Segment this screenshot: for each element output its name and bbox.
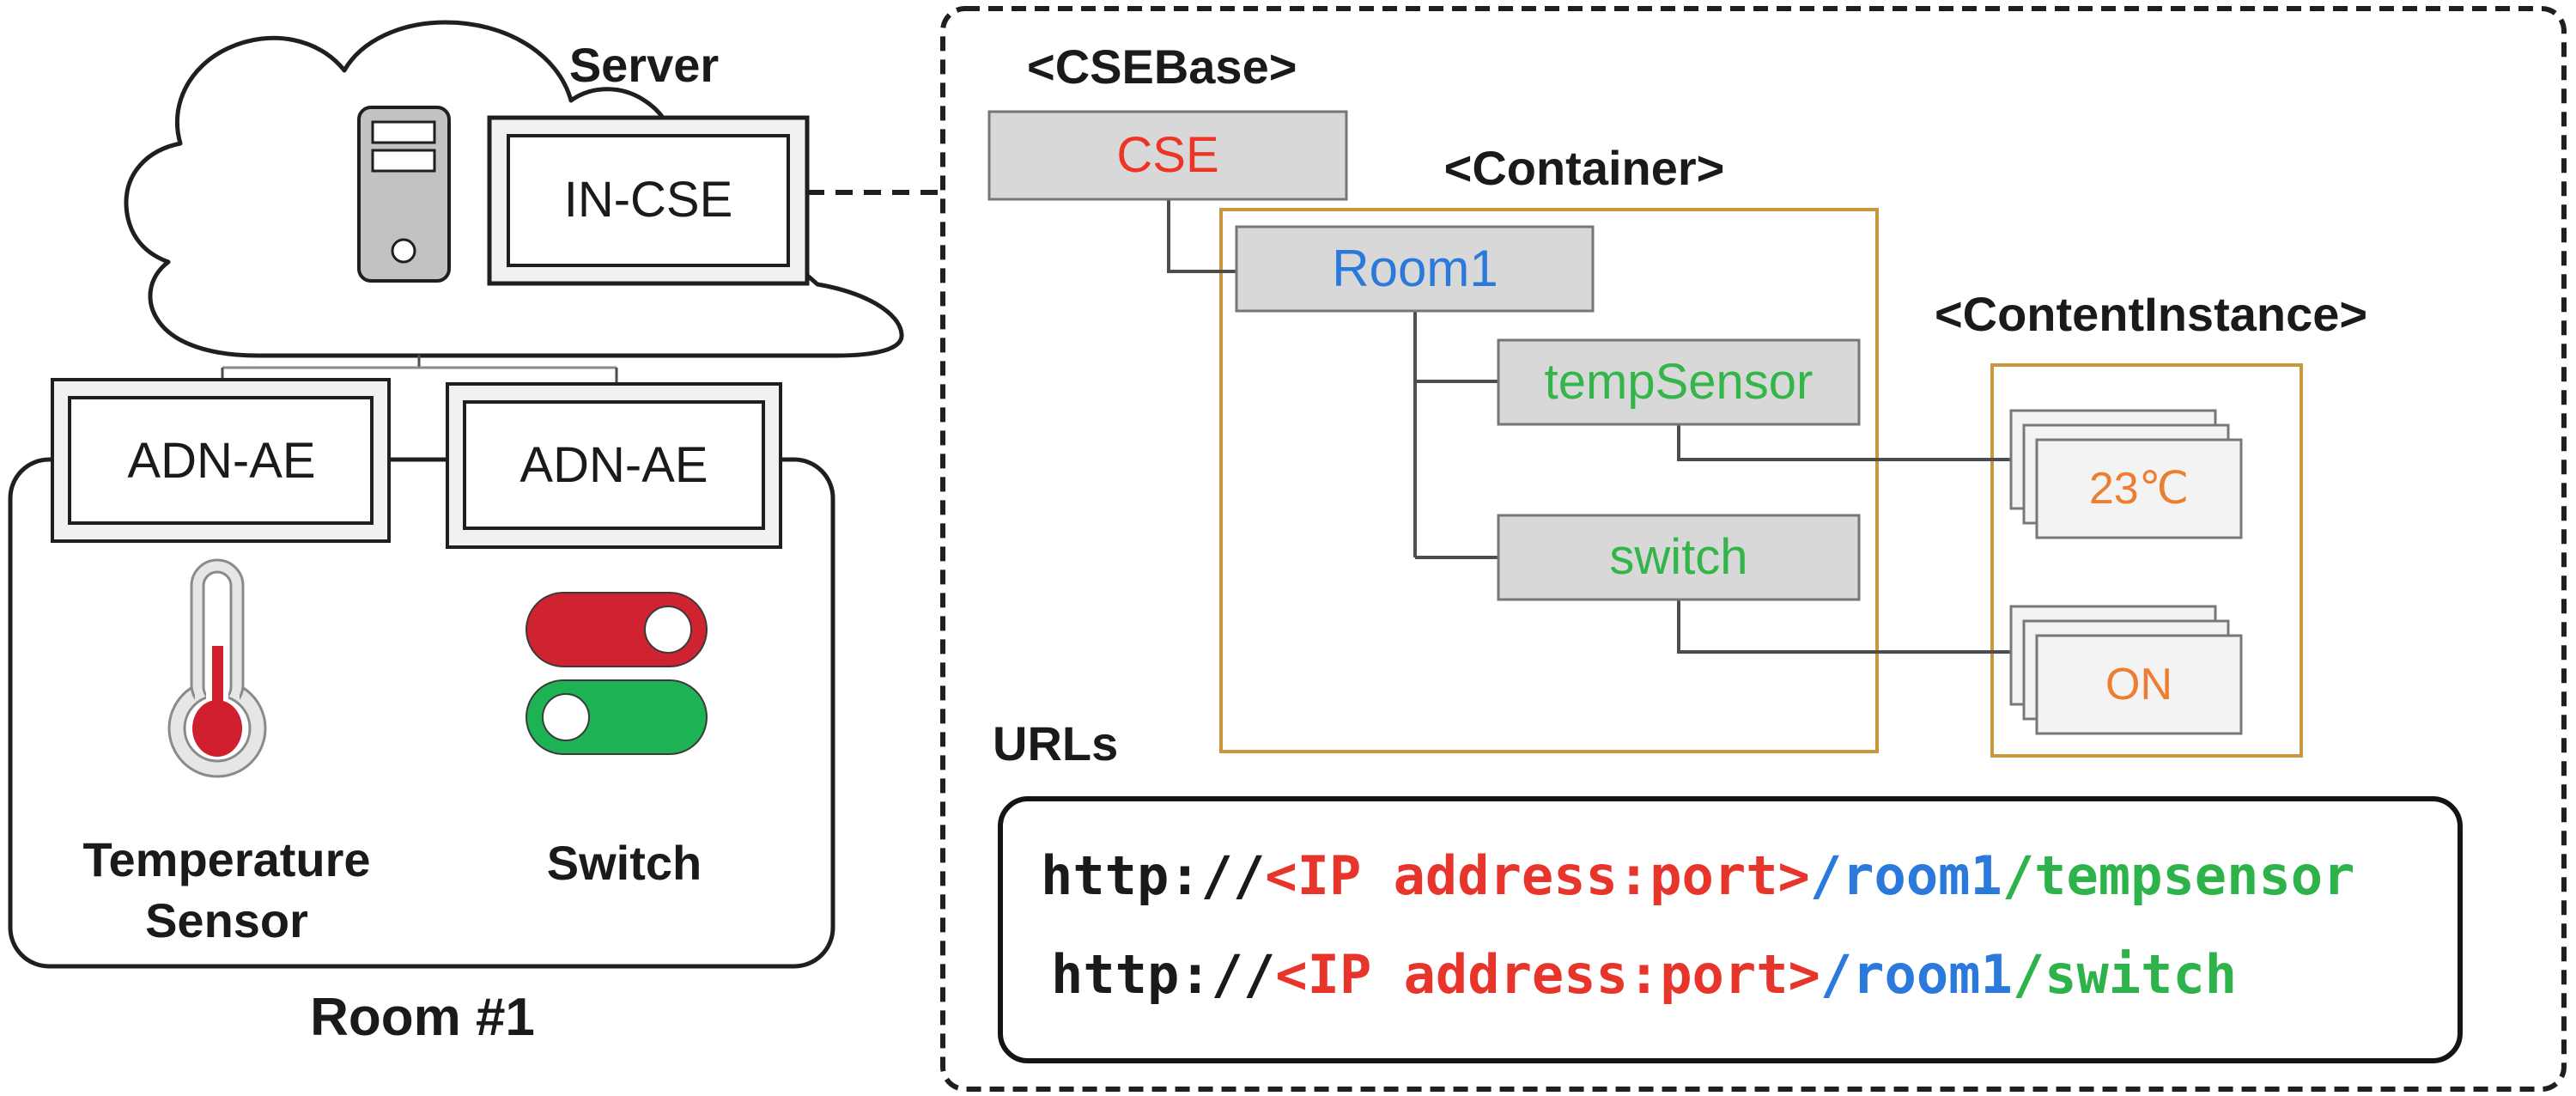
- switch-node-box: [1497, 514, 1861, 601]
- resource-tree-frame: [940, 6, 2567, 1092]
- url-box: [998, 796, 2463, 1063]
- url-switch[interactable]: http://<IP address:port>/room1/switch: [1051, 948, 2237, 1002]
- temp-contentinstance-stack: [2009, 409, 2243, 539]
- server-tower-icon: [357, 106, 451, 283]
- server-label: Server: [568, 38, 720, 92]
- temperature-sensor-label-line1: Temperature: [82, 832, 371, 886]
- thermometer-icon: [167, 558, 267, 778]
- cse-node-label[interactable]: CSE: [1116, 127, 1219, 183]
- urls-title: URLs: [993, 716, 1119, 770]
- tempsensor-node-label[interactable]: tempSensor: [1544, 354, 1814, 410]
- cse-node-box: [987, 110, 1348, 201]
- adn-ae-right-label: ADN-AE: [519, 437, 708, 493]
- tree-node-boxes: [987, 110, 1861, 601]
- adn-ae-left-label: ADN-AE: [127, 433, 316, 489]
- tempsensor-node-box: [1497, 338, 1861, 426]
- room1-node-box: [1235, 225, 1595, 313]
- tree-connectors: [1167, 199, 2026, 654]
- url2-scheme: http://: [1051, 943, 1276, 1006]
- url1-room: /room1: [1809, 844, 2002, 907]
- url-tempsensor[interactable]: http://<IP address:port>/room1/tempsenso…: [1041, 849, 2354, 903]
- switch-node-label[interactable]: switch: [1609, 529, 1748, 585]
- toggle-off-green-icon[interactable]: [526, 679, 708, 755]
- csebase-tag-label: <CSEBase>: [1027, 40, 1297, 94]
- adn-ae-left-monitor-icon: [51, 378, 391, 543]
- switch-contentinstance-stack: [2009, 605, 2243, 735]
- room-number-label: Room #1: [310, 988, 535, 1047]
- contentinstance-group-box: [1990, 363, 2303, 758]
- url2-resource: /switch: [2012, 943, 2238, 1006]
- url2-host: <IP address:port>: [1275, 943, 1820, 1006]
- container-group-box: [1219, 208, 1879, 753]
- url1-resource: /tempsensor: [2002, 844, 2355, 907]
- temp-value-label: 23℃: [2088, 464, 2190, 514]
- switch-label: Switch: [546, 836, 702, 890]
- contentinstance-tag-label: <ContentInstance>: [1934, 287, 2368, 341]
- temperature-sensor-label-line2: Sensor: [145, 893, 308, 947]
- switch-value-label: ON: [2105, 660, 2172, 709]
- url1-scheme: http://: [1041, 844, 1266, 907]
- url1-host: <IP address:port>: [1265, 844, 1810, 907]
- room1-node-label[interactable]: Room1: [1332, 240, 1498, 297]
- url2-room: /room1: [1820, 943, 2013, 1006]
- adn-ae-right-monitor-icon: [446, 382, 782, 549]
- container-tag-label: <Container>: [1443, 141, 1725, 195]
- in-cse-monitor-icon: [487, 115, 810, 286]
- toggle-on-red-icon[interactable]: [526, 592, 708, 667]
- in-cse-label: IN-CSE: [563, 172, 733, 228]
